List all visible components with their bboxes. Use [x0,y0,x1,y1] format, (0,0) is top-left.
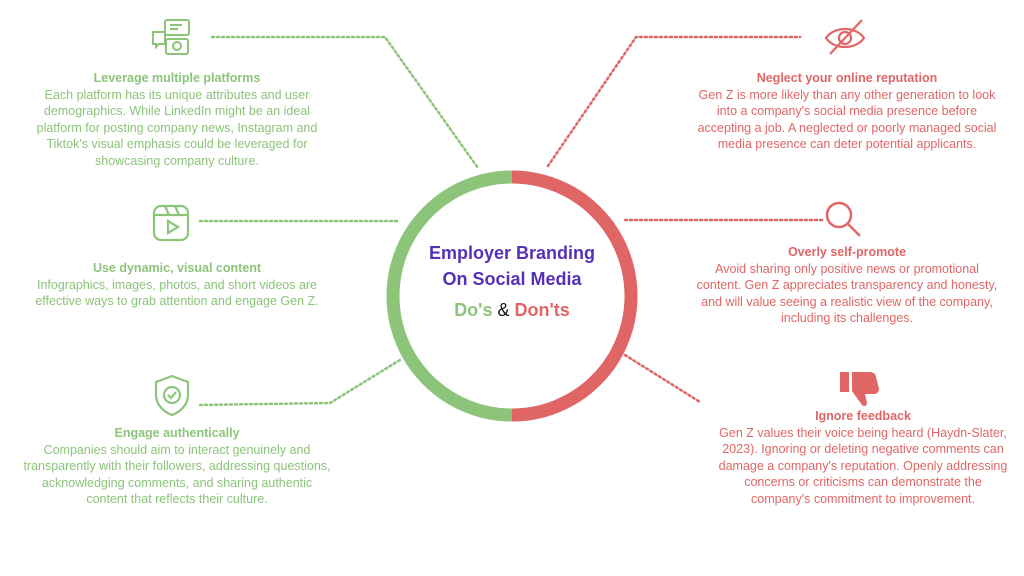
thumbs-down-icon [840,372,879,407]
chat-bubbles-icon [152,19,190,55]
dont-text: Gen Z values their voice being heard (Ha… [718,425,1008,506]
donts-label: Don'ts [514,300,570,320]
do-item-leverage-platforms: Leverage multiple platforms Each platfor… [22,70,332,169]
dos-label: Do's [454,300,493,320]
center-title-block: Employer Branding On Social Media Do's &… [400,240,624,321]
do-text: Each platform has its unique attributes … [36,87,318,168]
do-title: Engage authentically [114,426,240,440]
do-title: Use dynamic, visual content [92,261,262,275]
shield-check-icon [154,374,190,417]
dont-title: Overly self-promote [787,245,907,259]
connector-dont-1 [546,35,802,168]
video-play-icon [152,204,190,242]
do-item-visual-content: Use dynamic, visual content Infographics… [22,260,332,310]
do-text: Companies should aim to interact genuine… [23,442,331,507]
connector-do-1 [210,35,480,170]
dont-item-neglect-reputation: Neglect your online reputation Gen Z is … [692,70,1002,153]
eye-slash-icon [824,19,866,55]
dont-title: Ignore feedback [815,409,911,423]
ampersand: & [497,300,510,320]
dont-title: Neglect your online reputation [756,71,938,85]
ring-dos-half [386,170,513,422]
magnifier-icon [825,201,861,237]
connector-do-3 [198,358,402,407]
dos-and-donts-subtitle: Do's & Don'ts [400,300,624,321]
title-line-2: On Social Media [442,269,582,289]
ring-donts-half [511,170,638,422]
dont-item-ignore-feedback: Ignore feedback Gen Z values their voice… [718,408,1008,507]
title-line-1: Employer Branding [428,243,596,263]
do-text: Infographics, images, photos, and short … [35,277,319,309]
do-item-engage-authentically: Engage authentically Companies should ai… [22,425,332,508]
dont-item-self-promote: Overly self-promote Avoid sharing only p… [692,244,1002,327]
do-title: Leverage multiple platforms [93,71,261,85]
dont-text: Gen Z is more likely than any other gene… [697,87,997,152]
dont-text: Avoid sharing only positive news or prom… [696,261,998,326]
connector-dont-3 [623,353,702,404]
